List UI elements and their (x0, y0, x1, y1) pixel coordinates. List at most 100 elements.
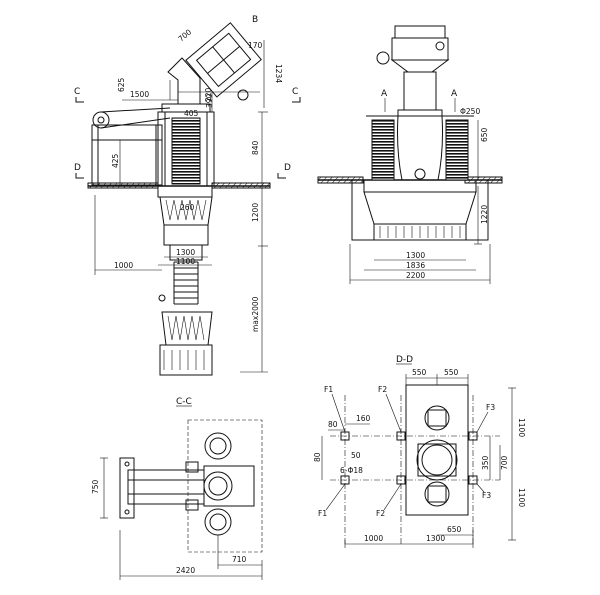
foundation-pit (351, 180, 489, 241)
dim-label: 1836 (406, 261, 425, 270)
support-frame (91, 124, 163, 186)
section-title-dd: D-D (396, 355, 413, 365)
section-mark-a-right: A (451, 89, 458, 99)
motor (376, 51, 390, 65)
dim-label: 840 (251, 140, 260, 155)
expansion-bellows (174, 261, 198, 305)
section-cc-view: C-C 750 2420 (91, 397, 263, 580)
dim-label: 1100 (176, 257, 195, 266)
dd-leader-lines (325, 393, 489, 511)
top-hood (394, 25, 446, 39)
bell-folds (165, 199, 207, 221)
dim-label: 1300 (406, 251, 425, 260)
anchor-label-f3: F3 (482, 491, 491, 500)
hoist-cable (100, 117, 171, 129)
dim-label: 2420 (176, 566, 195, 575)
dim-label: 50 (351, 451, 361, 460)
dim-label: 1220 (480, 205, 489, 224)
dim-label: 6-Φ18 (340, 466, 363, 475)
lower-bell (161, 311, 213, 346)
dim-label: 700 (500, 455, 509, 470)
front-dimension-lines (94, 40, 268, 373)
bolt (124, 509, 130, 515)
dim-label: 1100 (517, 488, 526, 507)
dim-label: 2200 (406, 271, 425, 280)
section-mark-a-left: A (381, 89, 388, 99)
ring-center (416, 439, 458, 481)
dim-label: 405 (184, 109, 199, 118)
side-dimension-lines (349, 120, 491, 284)
front-section-marks: C C D D B (74, 15, 301, 179)
ground-hatch-left (317, 176, 364, 184)
section-title-cc: C-C (176, 397, 192, 407)
left-coil (371, 119, 395, 181)
dim-label: 1300 (176, 248, 195, 257)
induction-coil (171, 117, 201, 185)
ring-bottom-core (427, 485, 447, 503)
ring-center-inner (421, 444, 453, 476)
dim-label: 390 (205, 93, 214, 108)
dim-label: 350 (481, 455, 490, 470)
lower-bell (363, 191, 477, 225)
dim-label: 170 (248, 41, 263, 50)
hood-transition (390, 59, 450, 73)
gear (435, 41, 445, 51)
section-mark-d-right: D (284, 163, 291, 173)
lower-bell-base (159, 344, 213, 376)
dim-label: 160 (356, 414, 371, 423)
hood-housing (391, 37, 449, 61)
dim-label: max2000 (251, 296, 260, 332)
dim-label: 700 (177, 27, 194, 43)
bracket (185, 461, 199, 473)
bolt (124, 461, 130, 467)
section-mark-c-right: C (292, 87, 298, 97)
anchor-label-f1: F1 (324, 385, 333, 394)
end-plate (119, 457, 135, 519)
side-elevation-view: A A Φ250 650 1220 1300 1836 2200 (317, 25, 503, 284)
hoist-drum-hub (97, 116, 105, 124)
pit-outline (405, 384, 469, 516)
dim-label: 1500 (130, 90, 149, 99)
dd-centerlines (330, 395, 500, 545)
section-dd-view: D-D F1 F2 F3 F1 F2 F3 (313, 355, 526, 548)
ring-top-inner (209, 437, 227, 455)
dim-label: 425 (111, 153, 120, 168)
ground-hatch-right (464, 176, 503, 184)
dim-label: 550 (444, 368, 459, 377)
section-mark-c-left: C (74, 87, 80, 97)
bracket (185, 499, 199, 511)
dim-label: 650 (480, 127, 489, 142)
anchor-label-f3: F3 (486, 403, 495, 412)
foundation-pit (157, 186, 213, 198)
ring-center (203, 471, 233, 501)
dim-label: 550 (412, 368, 427, 377)
dim-label: 1100 (517, 418, 526, 437)
dim-label: 625 (117, 77, 126, 92)
central-housing (417, 443, 457, 477)
ring-bottom (204, 508, 232, 536)
exhaust-duct (167, 57, 201, 105)
dim-label: 1000 (114, 261, 133, 270)
lower-bell-folds (167, 315, 205, 341)
dim-label: 710 (232, 555, 247, 564)
bell-base (163, 224, 209, 246)
observation-port (414, 168, 426, 180)
hood-pivot (237, 89, 249, 101)
ring-top (204, 432, 232, 460)
dim-label: Φ250 (460, 107, 480, 116)
dim-label: 260 (180, 203, 195, 212)
ring-bottom-inner (209, 513, 227, 531)
dim-label: 1000 (364, 534, 383, 543)
stack-flange (397, 109, 443, 117)
section-mark-d-left: D (74, 163, 81, 173)
dim-label: 650 (447, 525, 462, 534)
bell-ribs (379, 226, 461, 238)
central-housing (203, 465, 255, 507)
anchor-label-f1: F1 (318, 509, 327, 518)
ring-bottom (424, 481, 450, 507)
dim-label: 80 (313, 452, 322, 462)
ring-center-inner (208, 476, 228, 496)
neck (169, 244, 203, 261)
dim-label: 220 (204, 87, 213, 102)
